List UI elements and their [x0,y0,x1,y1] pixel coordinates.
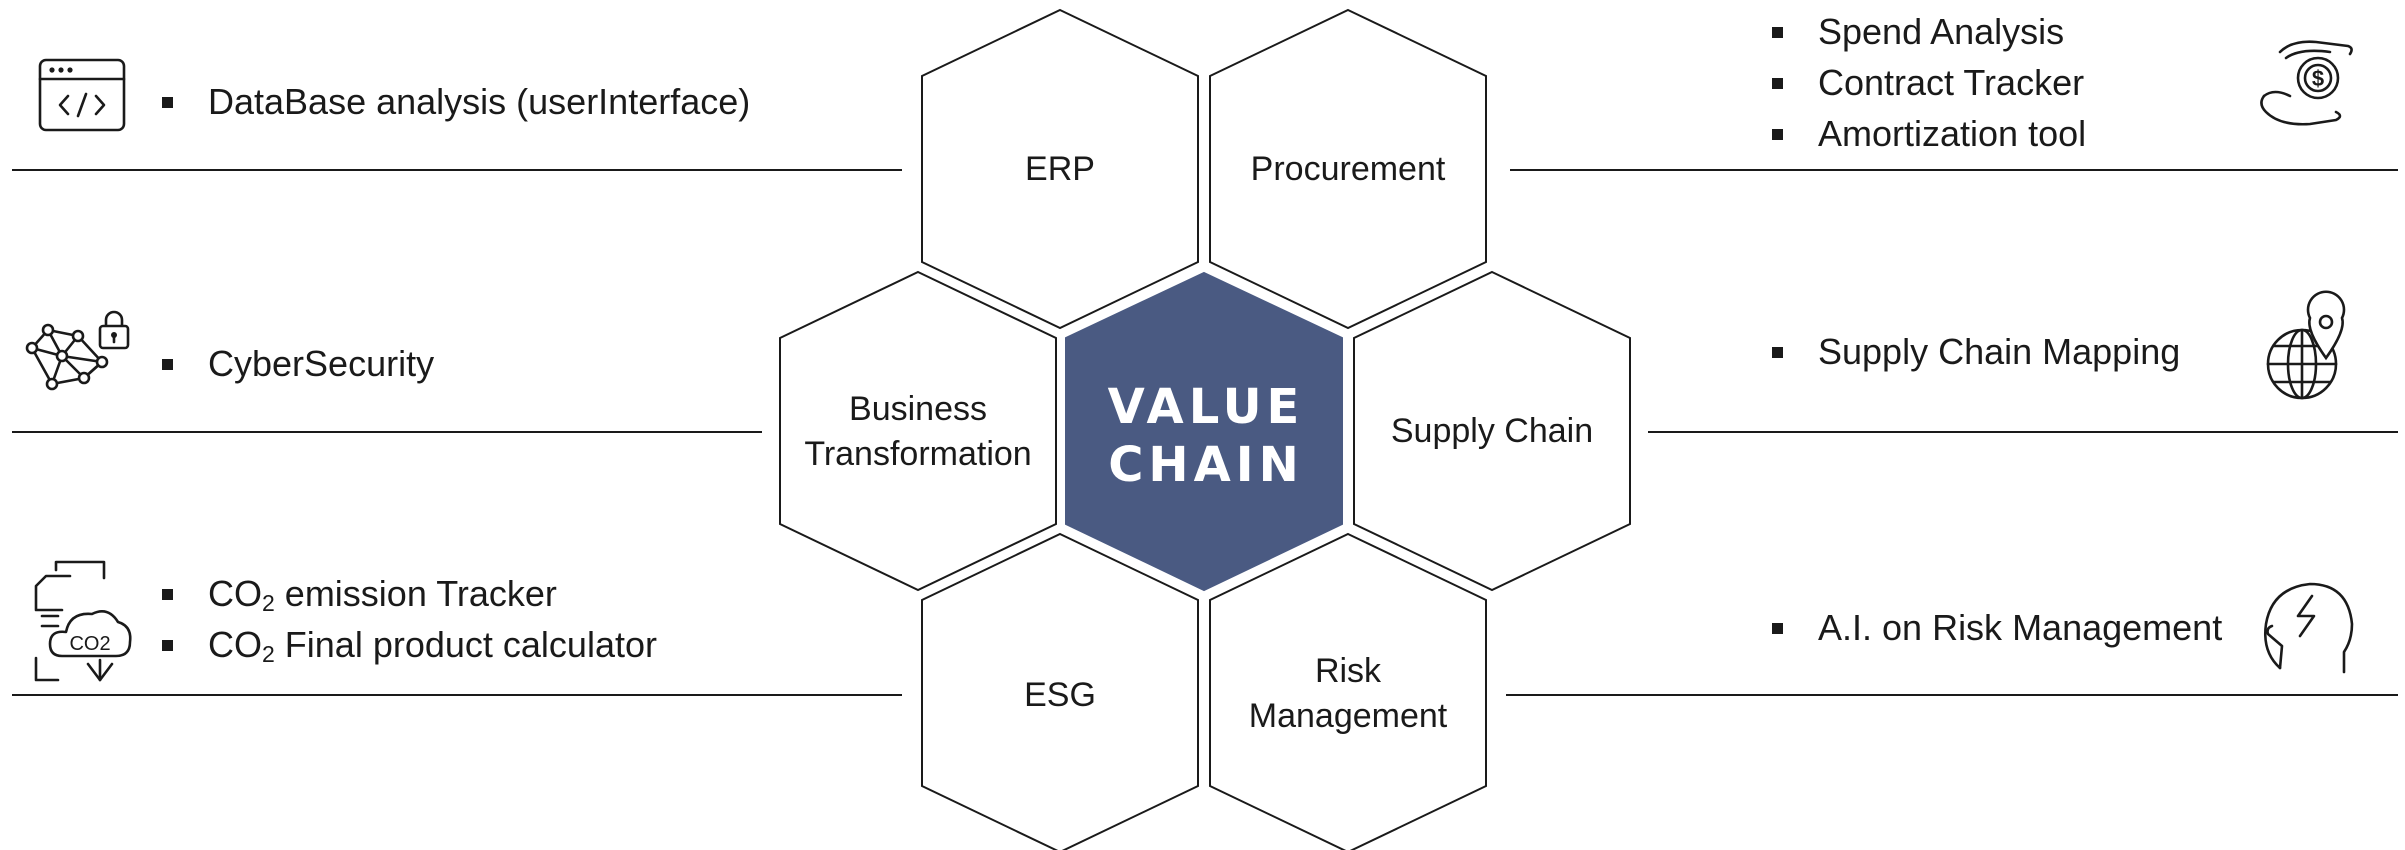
network-lock-icon [25,310,130,391]
co2-icon-text: CO2 [69,633,110,655]
cybersecurity-feature-list: CyberSecurity [162,338,434,389]
hexagon-business-label-line2: Transformation [804,435,1031,473]
supply-chain-mapping-item: Supply Chain Mapping [1772,326,2180,377]
cybersecurity-item: CyberSecurity [162,338,434,389]
hexagon-business-transformation: Business Transformation [779,270,1057,592]
hexagon-risk-label-line2: Management [1249,697,1448,735]
co2-emission-tracker-item: CO2 emission Tracker [162,568,657,619]
hexagon-procurement-label: Procurement [1251,150,1446,188]
globe-pin-icon [2266,290,2346,400]
co2-final-product-calculator-item: CO2 Final product calculator [162,619,657,670]
amortization-tool-item: Amortization tool [1772,108,2086,159]
hand-dollar-icon: $ [2260,40,2353,126]
database-analysis-item: DataBase analysis (userInterface) [162,76,750,127]
hexagon-esg: ESG [921,532,1199,850]
hexagon-risk-label-line1: Risk [1315,652,1382,690]
hexagon-procurement: Procurement [1209,8,1487,330]
co2-calculator-suffix: Final product calculator [274,624,657,665]
center-title-line2: CHAIN [1108,437,1304,493]
hexagon-erp: ERP [921,8,1199,330]
co2-feature-list: CO2 emission Tracker CO2 Final product c… [162,568,657,670]
code-window-icon [38,58,126,132]
hexagon-risk-management: Risk Management [1209,532,1487,850]
dollar-sign-glyph: $ [2312,66,2324,91]
co2-emission-suffix: emission Tracker [274,573,557,614]
co2-calculator-prefix: CO [208,624,262,665]
co2-emission-prefix: CO [208,573,262,614]
hexagon-supply-chain: Supply Chain [1353,270,1631,592]
hexagon-esg-label: ESG [1024,676,1096,714]
database-feature-list: DataBase analysis (userInterface) [162,76,750,127]
head-lightning-icon [2264,582,2354,674]
ai-risk-management-item: A.I. on Risk Management [1772,602,2222,653]
co2-cloud-document-icon: CO2 [34,560,132,682]
hexagon-business-label-line1: Business [849,390,987,428]
hexagon-value-chain: VALUE CHAIN [1065,271,1343,592]
co2-emission-subscript: 2 [262,590,275,616]
procurement-feature-list: Spend Analysis Contract Tracker Amortiza… [1772,6,2086,159]
spend-analysis-item: Spend Analysis [1772,6,2086,57]
center-title-line1: VALUE [1108,379,1305,435]
hexagon-supply-chain-label: Supply Chain [1391,412,1593,450]
hexagon-erp-label: ERP [1025,150,1095,188]
risk-feature-list: A.I. on Risk Management [1772,602,2222,653]
supply-chain-feature-list: Supply Chain Mapping [1772,326,2180,377]
co2-calculator-subscript: 2 [262,641,275,667]
contract-tracker-item: Contract Tracker [1772,57,2086,108]
